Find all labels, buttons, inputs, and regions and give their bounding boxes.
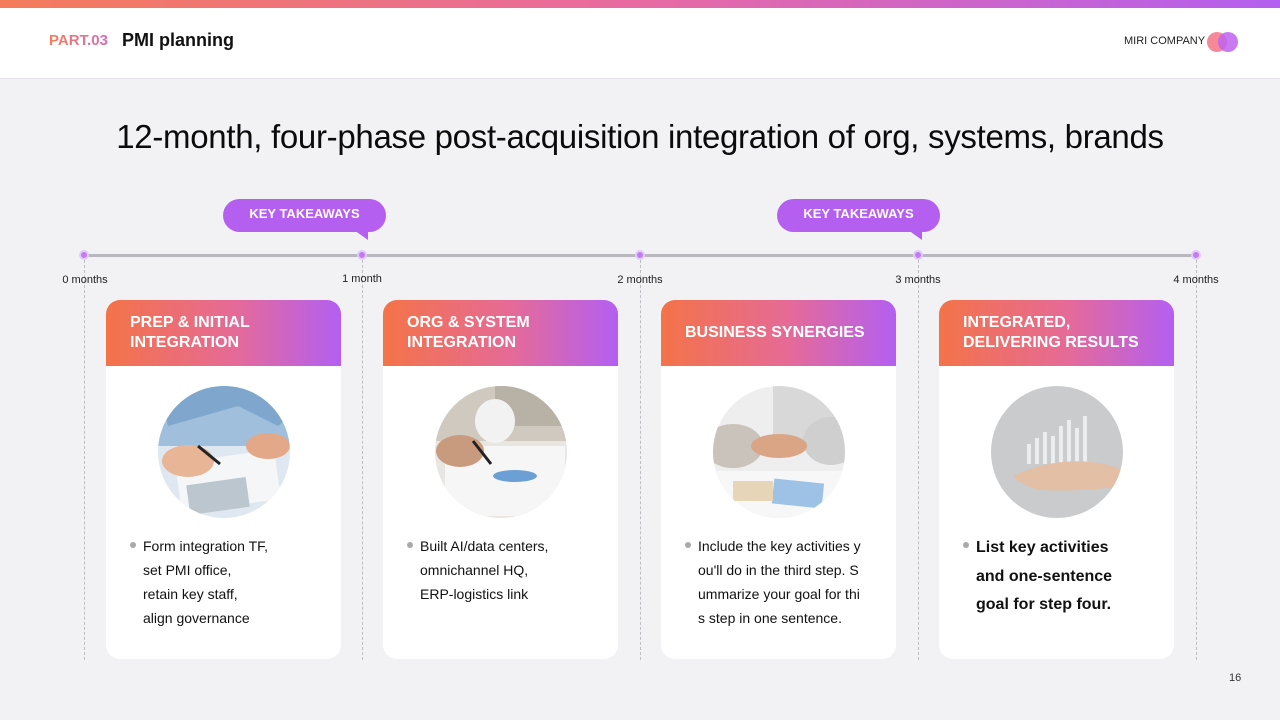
timeline-label: 4 months [1173,274,1219,286]
part-label: PART.03 [49,32,108,49]
phase-card: INTEGRATED, DELIVERING RESULTS List key … [939,300,1174,659]
timeline-guide [640,260,641,660]
phase-title: PREP & INITIAL INTEGRATION [106,300,341,366]
timeline-label: 0 months [62,274,108,286]
phase-title: BUSINESS SYNERGIES [661,300,896,366]
handshake-photo [713,386,845,518]
timeline-guide [1196,260,1197,660]
timeline-marker [1191,250,1201,260]
timeline-guide [362,260,363,660]
timeline-guide [918,260,919,660]
reviewing-charts-photo [435,386,567,518]
timeline-marker [635,250,645,260]
timeline-label: 3 months [895,274,941,286]
phase-card: BUSINESS SYNERGIES Include the key activ… [661,300,896,659]
slide-title: 12-month, four-phase post-acquisition in… [116,118,1164,155]
page-number: 16 [1229,672,1242,684]
timeline-label: 2 months [617,274,663,286]
key-takeaways-bubble: KEY TAKEAWAYS [223,199,386,240]
timeline-marker [357,250,367,260]
phase-card: PREP & INITIAL INTEGRATION Form integrat… [106,300,341,659]
hand-holding-chart-photo [991,386,1123,518]
timeline-label: 1 month [342,273,382,285]
top-accent-strip [0,0,1280,8]
company-name: MIRI COMPANY [1124,35,1206,47]
timeline-guide [84,260,85,660]
phase-bullet: Form integration TF, set PMI office, ret… [130,534,330,630]
writing-documents-photo [158,386,290,518]
phase-title: INTEGRATED, DELIVERING RESULTS [939,300,1174,366]
phase-bullet: Built AI/data centers, omnichannel HQ, E… [407,534,607,606]
phase-card: ORG & SYSTEM INTEGRATION Built AI/data c… [383,300,618,659]
phase-bullet: List key activities and one-sentence goa… [963,534,1163,620]
key-takeaways-bubble: KEY TAKEAWAYS [777,199,940,240]
slide-header: PART.03 PMI planning MIRI COMPANY [0,8,1280,79]
phase-title: ORG & SYSTEM INTEGRATION [383,300,618,366]
company-logo-icon [1207,32,1239,52]
phase-bullet: Include the key activities y ou'll do in… [685,534,885,630]
timeline-marker [913,250,923,260]
section-title: PMI planning [122,30,234,50]
timeline-marker [79,250,89,260]
